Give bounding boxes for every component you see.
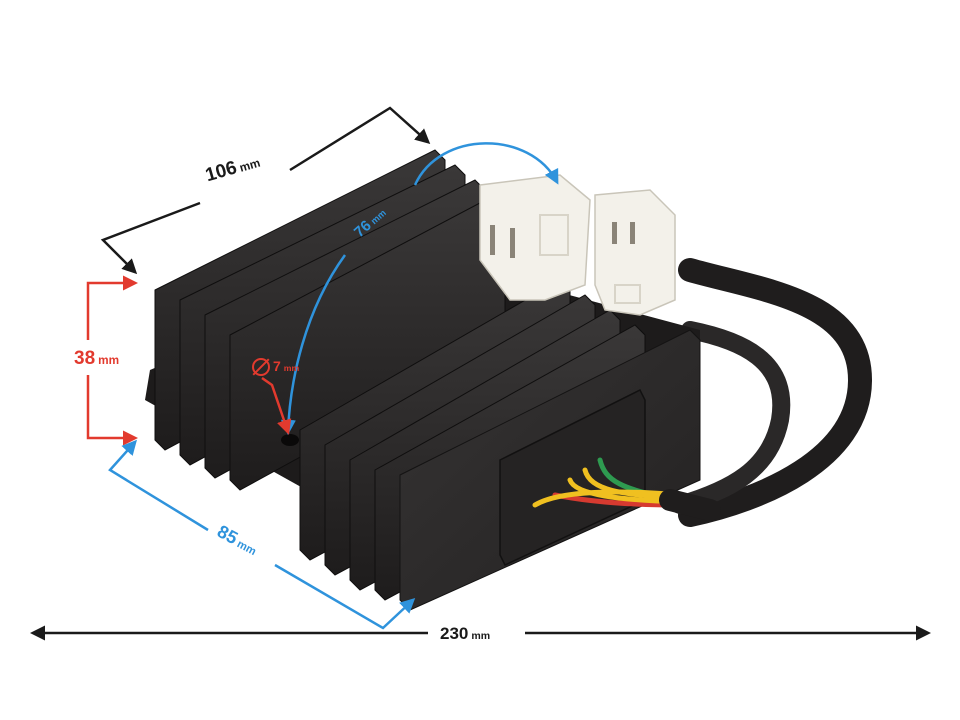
- dimension-7mm-leader: [261, 376, 292, 435]
- wire-harness: [671, 258, 873, 527]
- length-unit: mm: [238, 156, 262, 175]
- cable-length-value: 230: [440, 624, 469, 643]
- diameter-icon: [252, 358, 270, 377]
- dimension-38mm-line: [86, 275, 138, 446]
- connector-2pin: [479, 174, 591, 301]
- regulator-body: [145, 149, 701, 611]
- mount-hole-value: 7: [273, 358, 281, 374]
- mount-hole-unit: mm: [283, 363, 300, 373]
- dimension-106mm-line: [100, 106, 431, 275]
- height-value: 38: [74, 348, 96, 369]
- dimension-76mm-line: [280, 142, 559, 435]
- connector-4pin: [594, 189, 676, 316]
- cable-length-unit: mm: [471, 630, 491, 642]
- mount-hole: [281, 434, 299, 446]
- wire-bundle: [532, 457, 721, 521]
- dimension-85mm-line: [108, 439, 416, 630]
- height-unit: mm: [98, 354, 120, 367]
